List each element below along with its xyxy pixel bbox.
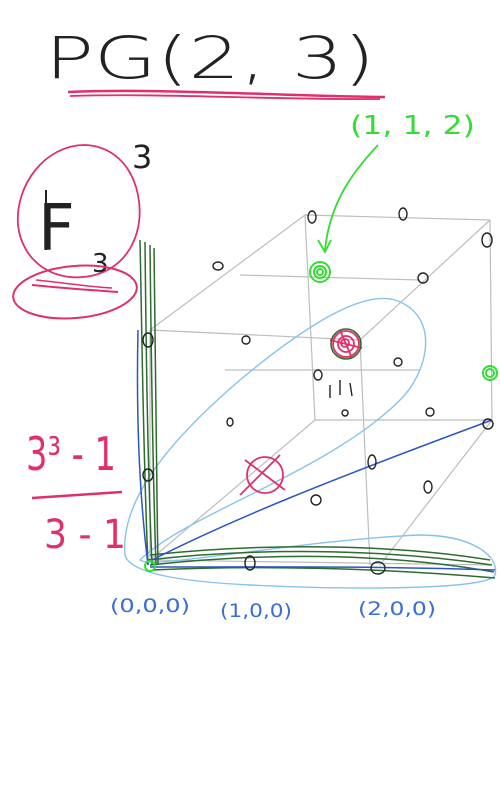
green-point-right	[482, 365, 498, 381]
red-point-crossed	[246, 456, 284, 494]
green-point-origin	[144, 560, 156, 572]
highlight-arrow	[324, 144, 379, 251]
green-marks	[144, 261, 498, 572]
field-circle	[17, 144, 141, 279]
coord-label-2: (2,0,0)	[358, 598, 436, 620]
field-symbol: F	[38, 192, 75, 266]
axis-lines-green	[139, 239, 496, 579]
red-point-center	[332, 330, 360, 358]
cube-wireframe	[149, 214, 493, 566]
formula-denominator: 3 - 1	[44, 512, 126, 558]
green-point-top	[309, 261, 331, 283]
field-superscript: 3	[132, 138, 152, 176]
title-underline	[67, 89, 386, 99]
point	[226, 417, 234, 427]
point	[307, 210, 317, 224]
point	[310, 494, 322, 506]
point	[142, 468, 154, 482]
formula-bar	[31, 490, 123, 500]
point	[482, 418, 494, 430]
point	[244, 555, 256, 571]
formula-numerator: 3³ - 1	[26, 427, 116, 481]
point	[417, 272, 429, 284]
point	[367, 454, 377, 470]
point	[212, 261, 224, 271]
axis-lines-blue	[136, 329, 496, 571]
highlight-annotation: (1, 1, 2)	[317, 111, 475, 254]
point	[313, 369, 323, 381]
points	[142, 207, 494, 575]
field-subscript: 3	[92, 249, 109, 279]
formula-group: 3³ - 1 3 - 1	[26, 427, 126, 558]
plane-region	[123, 297, 497, 589]
field-notation: F 3 3	[12, 138, 152, 320]
point	[393, 357, 403, 367]
point	[370, 561, 386, 575]
title-text: PG(2, 3)	[45, 24, 375, 92]
coordinate-labels: (0,0,0) (1,0,0) (2,0,0)	[110, 595, 436, 622]
coord-label-origin: (0,0,0)	[110, 595, 190, 617]
point	[142, 332, 154, 348]
point	[481, 232, 493, 248]
red-marks	[239, 329, 363, 496]
point	[425, 407, 435, 417]
point	[398, 207, 408, 221]
highlight-label: (1, 1, 2)	[350, 111, 475, 141]
point	[423, 480, 433, 494]
coord-label-1: (1,0,0)	[220, 600, 292, 622]
point	[241, 335, 251, 345]
title-group: PG(2, 3)	[45, 24, 386, 100]
field-subscript-circle	[12, 264, 138, 320]
